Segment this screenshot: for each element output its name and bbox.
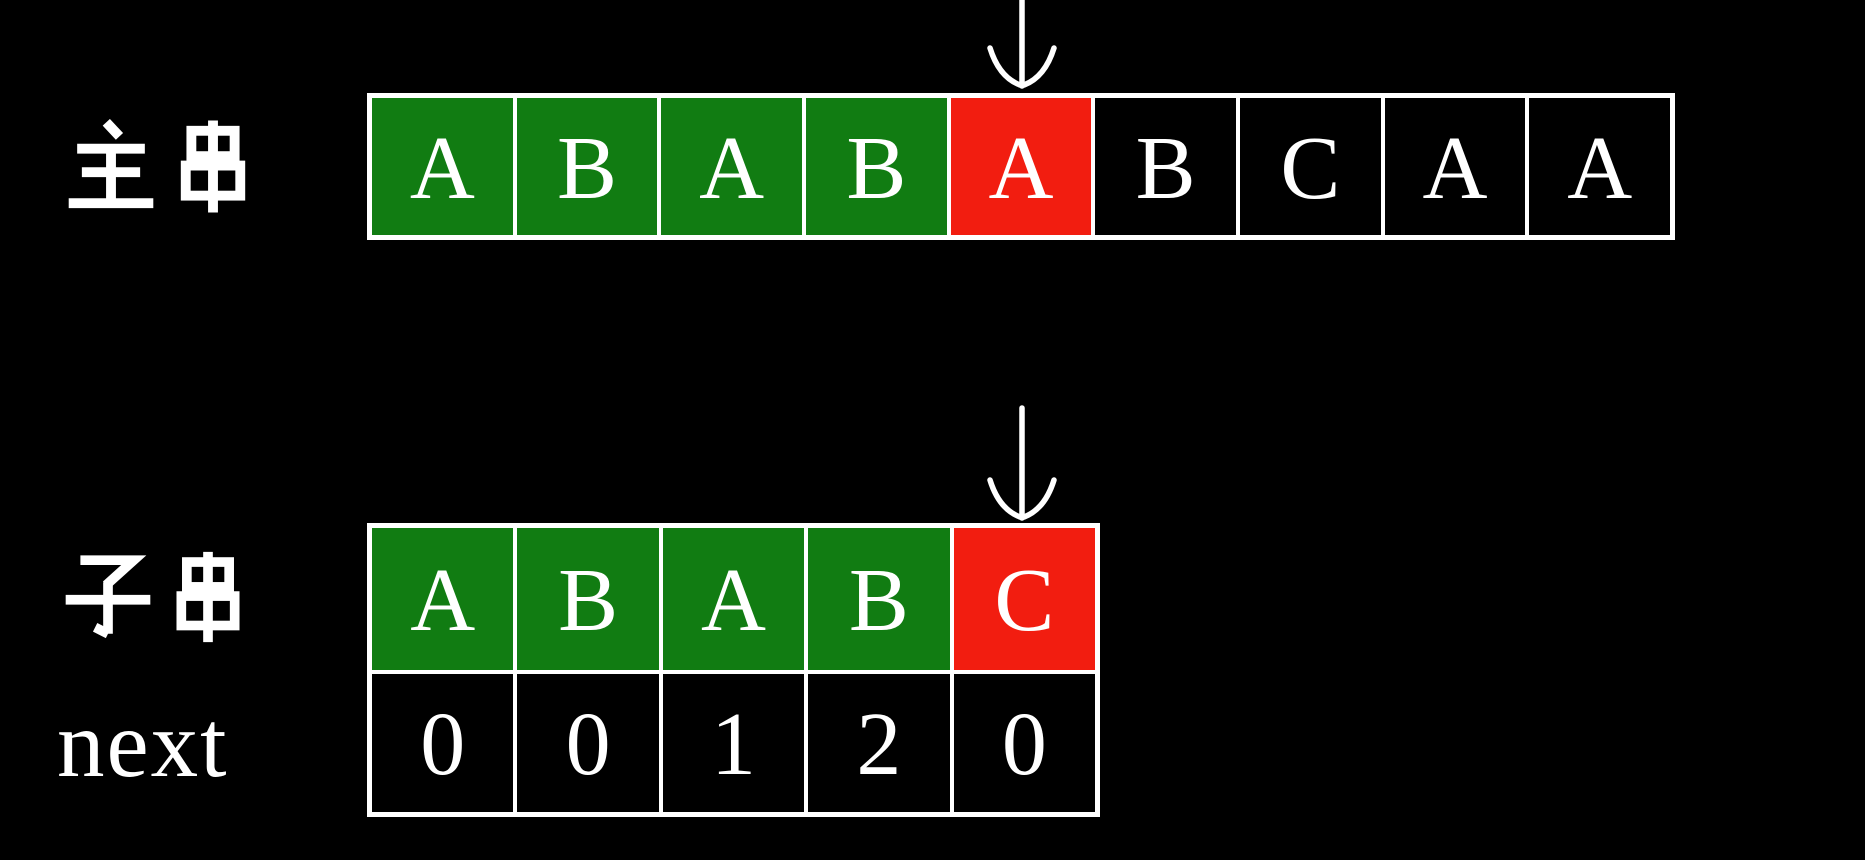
next-label: next bbox=[57, 691, 229, 797]
next-cell-2: 1 bbox=[658, 674, 805, 812]
pattern-row: A B A B C bbox=[372, 528, 1096, 670]
main-cell-3: B bbox=[802, 98, 947, 235]
main-cell-0: A bbox=[372, 98, 513, 235]
pattern-cell-1: B bbox=[513, 528, 659, 670]
main-cell-5: B bbox=[1091, 98, 1237, 235]
next-cell-4: 0 bbox=[949, 674, 1096, 812]
next-cell-4-value: 0 bbox=[1001, 695, 1047, 794]
main-cell-6-char: C bbox=[1280, 118, 1341, 218]
main-string-table: A B A B A B C A A bbox=[367, 93, 1675, 240]
pattern-cell-1-char: B bbox=[558, 551, 619, 650]
main-cell-6: C bbox=[1236, 98, 1381, 235]
main-string-label: 主串 bbox=[64, 119, 260, 214]
cjk-chuan-glyph bbox=[176, 551, 240, 643]
next-cell-3-value: 2 bbox=[856, 695, 902, 794]
next-cell-1: 0 bbox=[513, 674, 659, 812]
next-row: 0 0 1 2 0 bbox=[372, 670, 1096, 812]
main-cell-8: A bbox=[1525, 98, 1671, 235]
main-cell-2: A bbox=[657, 98, 803, 235]
down-arrow-icon bbox=[987, 0, 1057, 89]
main-cell-1: B bbox=[512, 98, 658, 235]
main-cell-2-char: A bbox=[699, 118, 765, 218]
main-cell-4: A bbox=[946, 98, 1092, 235]
pattern-cell-2-char: A bbox=[701, 551, 767, 650]
pattern-cell-3: B bbox=[804, 528, 950, 670]
pattern-label: 子串 bbox=[62, 551, 254, 643]
main-cell-4-char: A bbox=[988, 118, 1054, 218]
main-cell-3-char: B bbox=[846, 118, 907, 218]
pattern-cell-3-char: B bbox=[848, 551, 909, 650]
down-arrow-icon bbox=[987, 405, 1057, 521]
next-cell-2-value: 1 bbox=[711, 695, 757, 794]
pattern-cell-0-char: A bbox=[410, 551, 476, 650]
cjk-zi-glyph bbox=[65, 555, 151, 639]
next-cell-0-value: 0 bbox=[420, 695, 466, 794]
next-cell-0: 0 bbox=[372, 674, 514, 812]
main-cell-5-char: B bbox=[1135, 118, 1196, 218]
pattern-cell-4-char: C bbox=[994, 551, 1055, 650]
main-cell-0-char: A bbox=[409, 118, 475, 218]
next-cell-1-value: 0 bbox=[565, 695, 611, 794]
main-cell-8-char: A bbox=[1567, 118, 1633, 218]
main-string-row: A B A B A B C A A bbox=[372, 98, 1671, 235]
main-cell-7: A bbox=[1380, 98, 1526, 235]
pattern-cell-2: A bbox=[658, 528, 805, 670]
pattern-cell-0: A bbox=[372, 528, 514, 670]
main-cell-1-char: B bbox=[556, 118, 618, 218]
cjk-zhu-glyph bbox=[68, 119, 154, 209]
next-cell-3: 2 bbox=[804, 674, 950, 812]
pattern-cell-4: C bbox=[949, 528, 1096, 670]
pattern-table: A B A B C 0 0 1 bbox=[367, 523, 1100, 817]
cjk-chuan-glyph bbox=[180, 120, 246, 213]
main-cell-7-char: A bbox=[1422, 118, 1488, 218]
